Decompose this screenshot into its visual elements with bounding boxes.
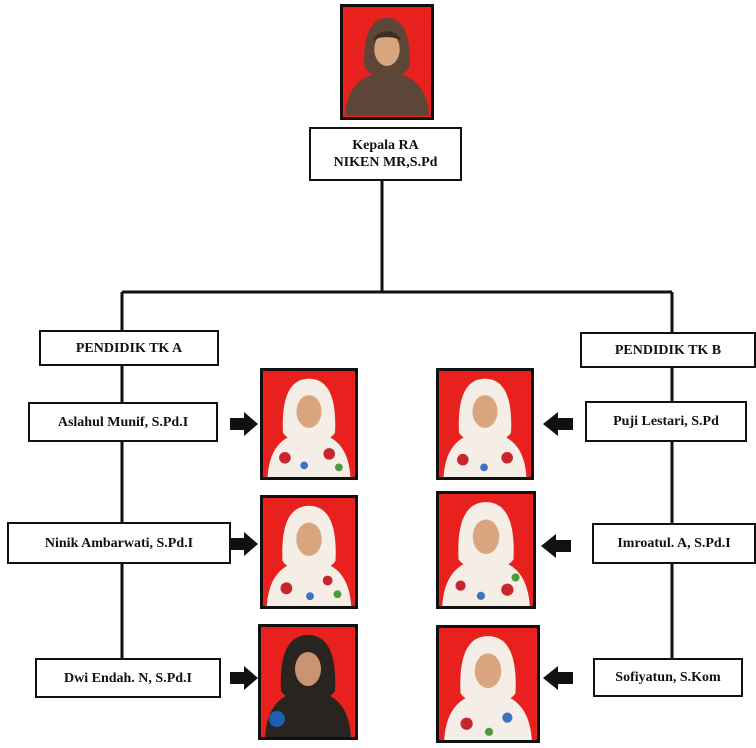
- group-a-member-3-portrait: [258, 624, 358, 740]
- group-a-member-2-portrait: [260, 495, 358, 609]
- group-b-member-2-portrait: [436, 491, 536, 609]
- group-a-member-1-portrait: [260, 368, 358, 480]
- arrow-icon: [230, 412, 258, 436]
- arrow-icon: [543, 666, 573, 690]
- arrow-icon: [543, 412, 573, 436]
- portrait-icon: [265, 635, 351, 737]
- arrow-icon: [230, 532, 258, 556]
- group-a-member-1: Aslahul Munif, S.Pd.I: [28, 402, 218, 442]
- group-a-title: PENDIDIK TK A: [39, 330, 219, 366]
- group-a-member-2: Ninik Ambarwati, S.Pd.I: [7, 522, 231, 564]
- group-b-member-1-portrait: [436, 368, 534, 480]
- group-b-title: PENDIDIK TK B: [580, 332, 756, 368]
- portrait-icon: [344, 18, 430, 116]
- group-b-member-3-portrait: [436, 625, 540, 743]
- head-role: Kepala RA: [352, 138, 419, 153]
- portrait-icon: [267, 378, 351, 477]
- head-name: NIKEN MR,S.Pd: [333, 155, 438, 170]
- arrow-icon: [541, 534, 571, 558]
- arrow-icon: [230, 666, 258, 690]
- group-b-member-1: Puji Lestari, S.Pd: [585, 401, 747, 442]
- head-box: Kepala RA NIKEN MR,S.Pd: [309, 127, 462, 181]
- portrait-icon: [266, 505, 352, 606]
- portrait-icon: [442, 502, 530, 606]
- portrait-icon: [443, 378, 527, 477]
- group-b-member-3: Sofiyatun, S.Kom: [593, 658, 743, 697]
- group-b-member-2: Imroatul. A, S.Pd.I: [592, 523, 756, 564]
- group-a-member-3: Dwi Endah. N, S.Pd.I: [35, 658, 221, 698]
- head-portrait: [340, 4, 434, 120]
- portrait-icon: [444, 636, 532, 740]
